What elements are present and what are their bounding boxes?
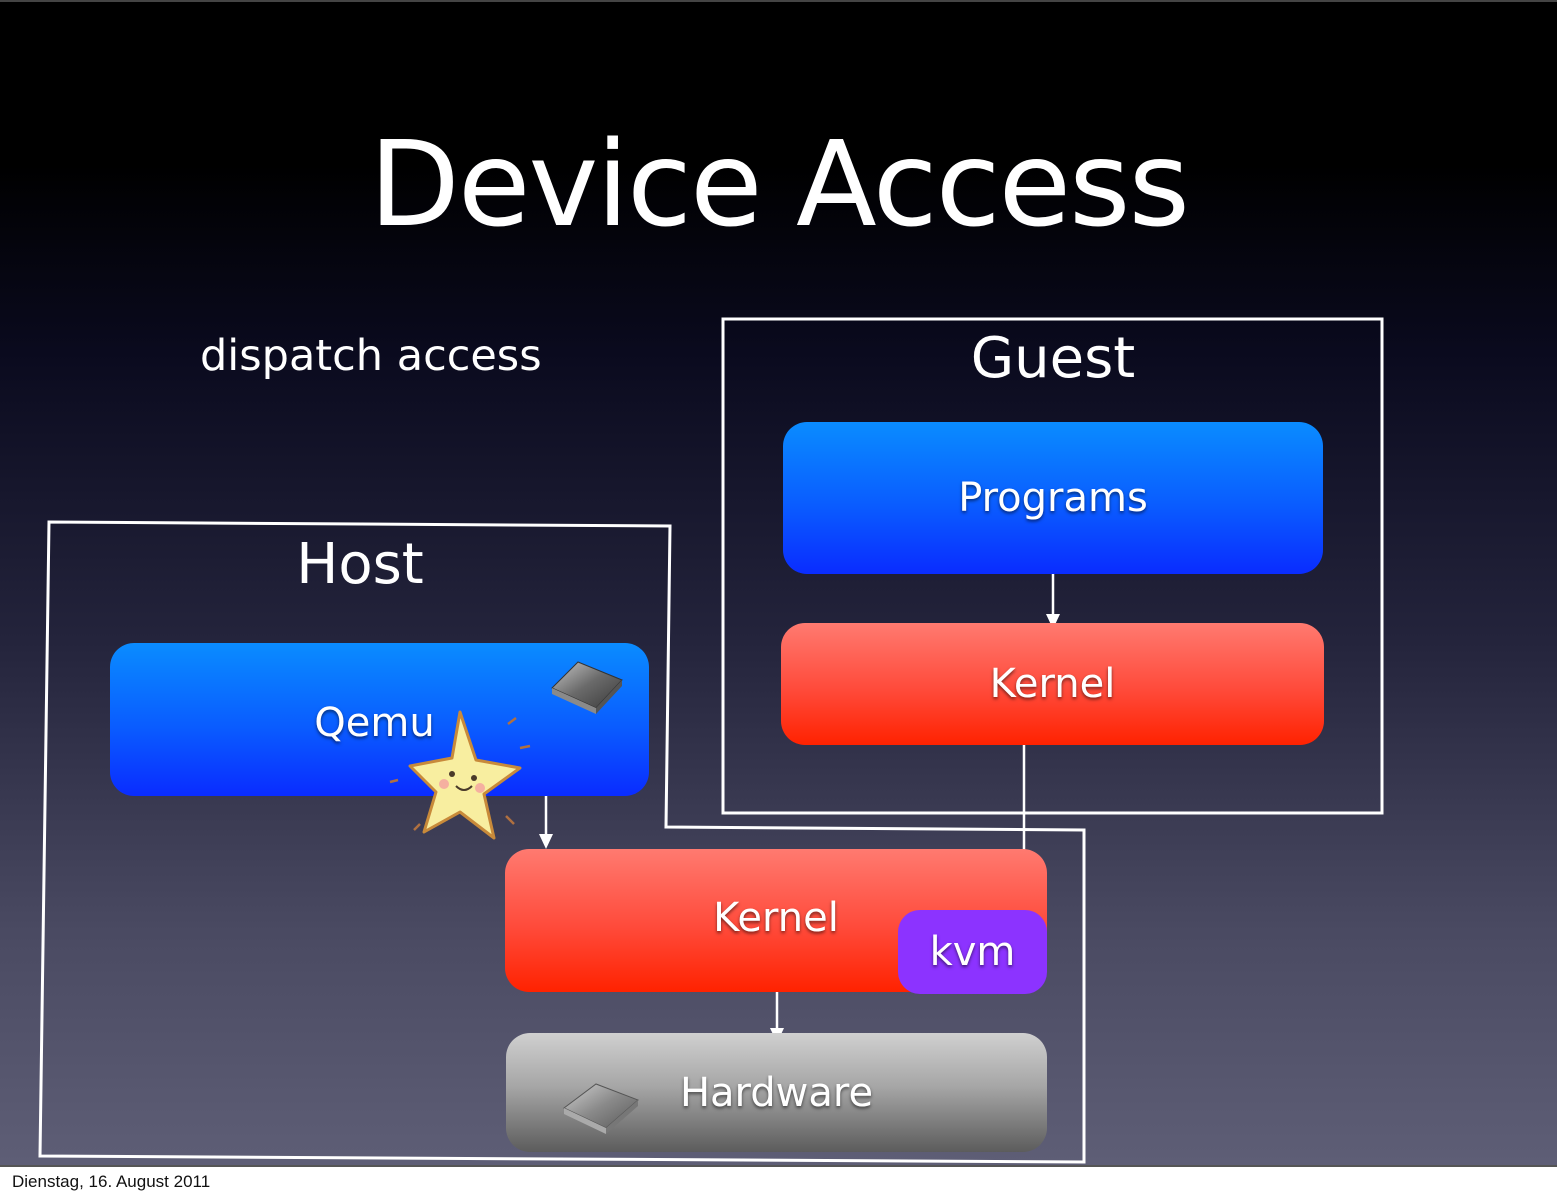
kvm-label: kvm [929,929,1016,975]
guest-kernel-box: Kernel [781,623,1324,745]
slide-subtitle: dispatch access [200,331,542,381]
host-label: Host [296,532,424,597]
slide-title: Device Access [368,115,1190,253]
guest-outline [721,317,1384,815]
kvm-box: kvm [898,910,1047,994]
guest-programs-box: Programs [783,422,1323,574]
guest-kernel-label: Kernel [989,661,1116,707]
slide: Device Access dispatch access Guest Pro [0,0,1557,1167]
guest-programs-label: Programs [958,475,1148,521]
qemu-box: Qemu [110,643,649,796]
host-outline [38,520,1086,1164]
guest-label: Guest [970,326,1136,391]
smiling-star-icon [389,710,531,840]
cpu-chip-icon [551,661,623,714]
hardware-label: Hardware [679,1069,874,1116]
arrow-qemu-to-host-kernel [539,795,553,849]
arrow-programs-to-guest-kernel [1046,574,1060,629]
footer-date: Dienstag, 16. August 2011 [12,1172,211,1191]
host-kernel-label: Kernel [713,894,839,941]
cpu-chip-icon [563,1083,639,1134]
qemu-label: Qemu [314,699,435,746]
